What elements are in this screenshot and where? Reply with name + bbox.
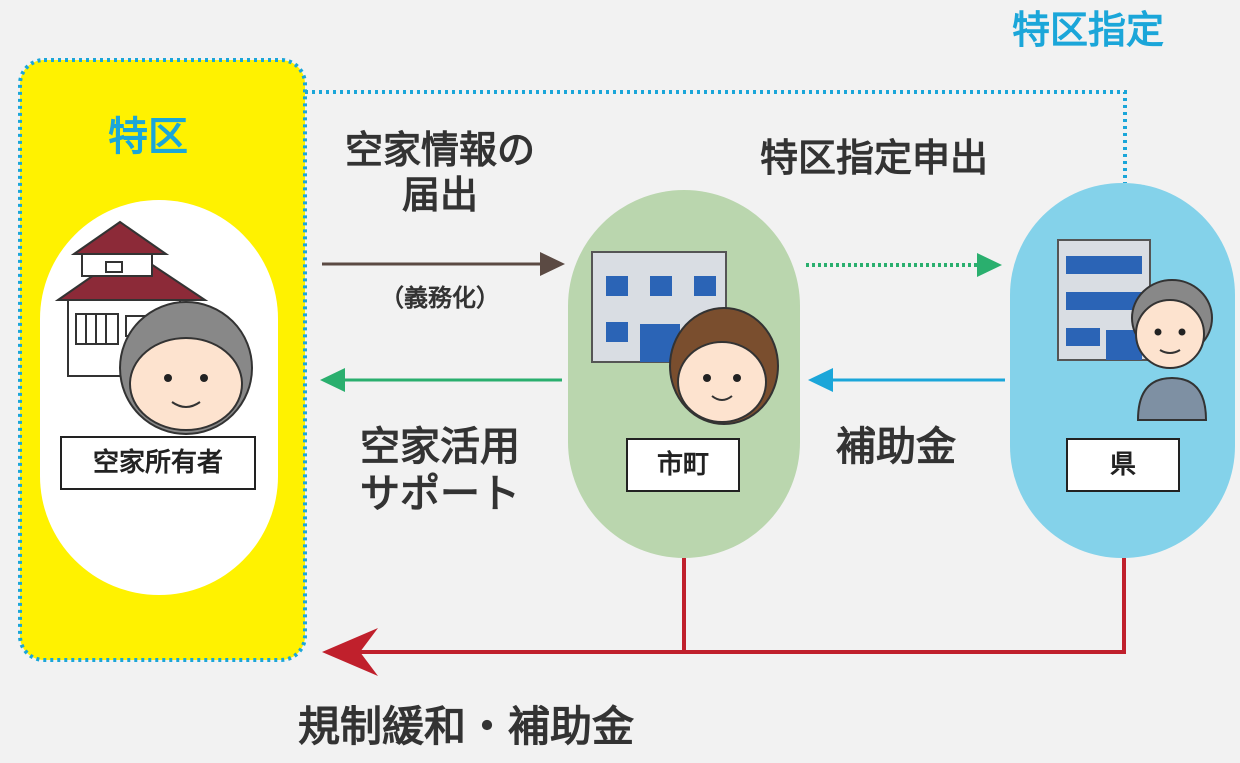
designation-dotted-line [305,90,1127,183]
report-arrow [322,252,565,276]
mandatory-label: （義務化） [380,284,500,312]
city-label-box: 市町 [626,438,740,492]
prefecture-person-icon [1131,279,1213,421]
prefecture-building-icon [1057,239,1151,361]
deregulation-arrow [322,558,1126,676]
owner-person-icon [119,301,253,435]
subsidy-arrow [808,368,1005,392]
city-person-icon [669,307,779,425]
designation-label: 特区指定 [1012,8,1165,52]
zone-label: 特区 [108,114,188,160]
prefecture-label-box: 県 [1066,438,1180,492]
support-label: 空家活用 サポート [360,424,520,518]
owner-label-box: 空家所有者 [60,436,256,490]
subsidy-label: 補助金 [836,424,956,470]
report-label: 空家情報の 届出 [344,128,535,217]
application-arrow [806,253,1002,277]
support-arrow [320,368,562,392]
application-label: 特区指定申出 [760,136,989,180]
deregulation-label: 規制緩和・補助金 [298,702,635,751]
